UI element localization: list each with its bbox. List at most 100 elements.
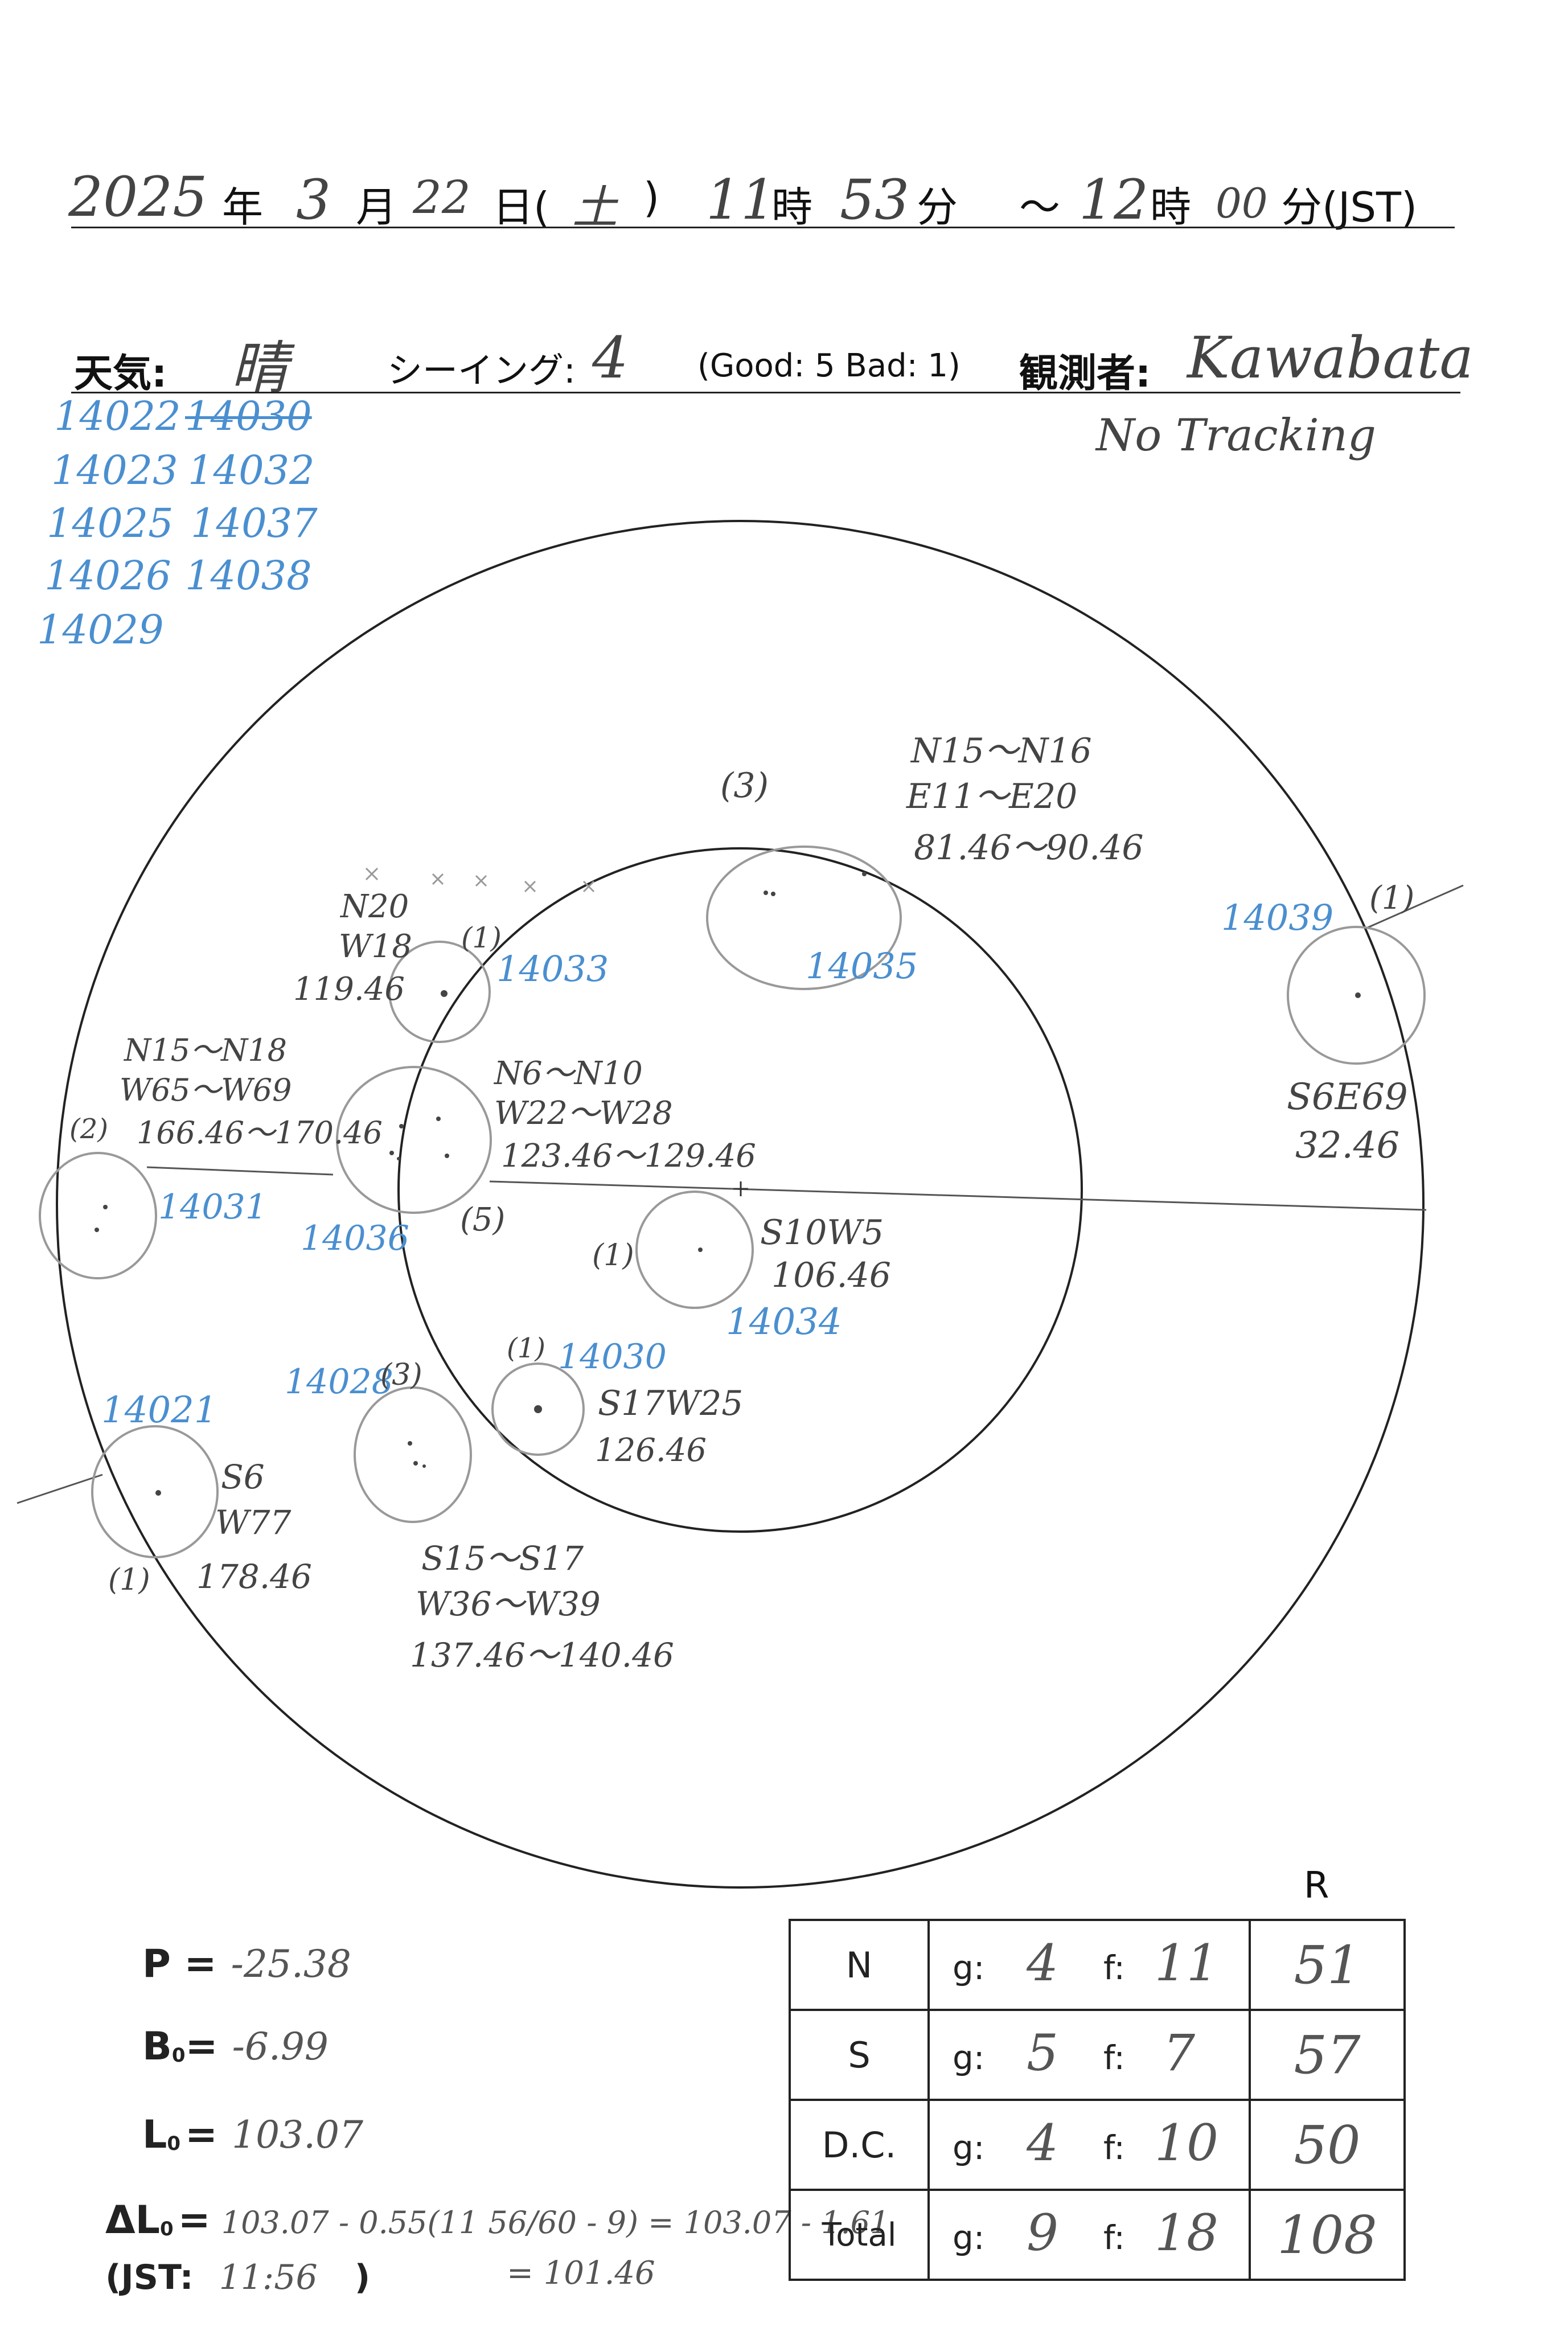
group-carrington-label: 81.46～90.46 — [914, 828, 1144, 868]
group-longitude-label: W77 — [215, 1503, 292, 1542]
group-count-label: (1) — [592, 1238, 634, 1273]
g-value: 9 — [1027, 2203, 1058, 2262]
delta-l0-equals: = — [178, 2198, 211, 2243]
year-unit: 年 — [222, 183, 264, 231]
weekday-close: ) — [643, 174, 660, 221]
start-hour-unit: 時 — [771, 183, 813, 231]
end-hour-unit: 時 — [1150, 183, 1192, 231]
group-longitude-label: W65～W69 — [120, 1072, 292, 1108]
group-position-label: S10W5 — [760, 1213, 884, 1253]
table-row: N g: 4 f: 11 51 — [789, 1919, 1406, 2011]
observer-value: Kawabata — [1187, 325, 1473, 391]
group-carrington-label: 126.46 — [595, 1432, 707, 1469]
group-14034 — [635, 1191, 754, 1309]
end-min-unit-tz: 分(JST) — [1281, 183, 1418, 231]
group-count-label: (3) — [720, 766, 769, 806]
group-latitude-label: N15～N16 — [911, 731, 1092, 771]
row-label: S — [789, 2009, 930, 2101]
g-key: g: — [953, 2128, 985, 2167]
row-label: Total — [789, 2189, 930, 2281]
group-14039 — [1287, 926, 1426, 1065]
r-value: 50 — [1249, 2099, 1406, 2191]
region-number: 14029 — [37, 606, 164, 653]
group-14033 — [388, 941, 491, 1043]
x-marks — [365, 867, 595, 893]
f-key: f: — [1103, 2038, 1125, 2077]
header-underline — [71, 227, 1455, 228]
weather-label: 天気: — [74, 351, 167, 396]
group-number-label: 14034 — [726, 1301, 842, 1343]
group-carrington-label: 119.46 — [293, 971, 405, 1008]
group-carrington-label: 166.46～170.46 — [137, 1115, 383, 1151]
weather-value: 晴 — [231, 335, 288, 401]
tilde: ～ — [1019, 183, 1061, 231]
group-position-label: S17W25 — [598, 1384, 744, 1423]
jst-value: 11:56 — [219, 2258, 318, 2297]
inner-reference-circle — [397, 847, 1083, 1533]
group-longitude-label: W36～W39 — [416, 1585, 601, 1623]
row-label: N — [789, 1919, 930, 2011]
group-longitude-label: W18 — [339, 928, 412, 965]
group-latitude-label: S15～S17 — [421, 1539, 584, 1578]
group-14030 — [491, 1363, 585, 1456]
b0-value: -6.99 — [232, 2025, 329, 2069]
end-min-value: 00 — [1216, 179, 1268, 227]
group-latitude-label: N6～N10 — [494, 1055, 643, 1092]
f-key: f: — [1103, 1948, 1125, 1987]
group-number-label: 14035 — [806, 945, 918, 987]
equator-line-right — [489, 1180, 1427, 1211]
region-number: 14026 — [44, 552, 171, 599]
group-number-label: 14030 — [558, 1337, 667, 1377]
r-value: 51 — [1249, 1919, 1406, 2011]
r-value: 57 — [1249, 2009, 1406, 2101]
r-value: 108 — [1249, 2189, 1406, 2281]
group-number-label: 14039 — [1221, 897, 1334, 938]
g-key: g: — [953, 1948, 985, 1987]
group-14028 — [354, 1386, 472, 1523]
group-number-label: 14031 — [158, 1187, 267, 1227]
group-fraction-cell: g: 4 f: 10 — [927, 2099, 1251, 2191]
group-count-label: (5) — [460, 1201, 506, 1238]
year-value: 2025 — [68, 165, 208, 229]
jst-row: (JST: 11:56 ) — [105, 2258, 370, 2297]
f-key: f: — [1103, 2218, 1125, 2257]
p-angle-row: P = -25.38 — [142, 1942, 351, 1987]
delta-l0-subscript: 0 — [159, 2218, 174, 2241]
group-count-label: (2) — [69, 1113, 108, 1145]
axis-line-west — [17, 1474, 103, 1504]
b0-equals: = — [185, 2024, 218, 2069]
day-unit: 日( — [492, 183, 550, 231]
f-value: 7 — [1163, 2024, 1195, 2082]
p-angle-label: P = — [142, 1942, 217, 1987]
group-longitude-label: E11～E20 — [906, 777, 1078, 816]
group-longitude-label: W22～W28 — [494, 1095, 673, 1132]
group-carrington-label: 32.46 — [1295, 1125, 1400, 1167]
group-fraction-cell: g: 5 f: 7 — [927, 2009, 1251, 2101]
group-carrington-label: 178.46 — [196, 1557, 312, 1596]
p-angle-value: -25.38 — [231, 1942, 351, 1986]
region-number: 14023 — [51, 447, 178, 494]
b0-row: B0= -6.99 — [142, 2024, 329, 2069]
end-hour-value: 12 — [1079, 168, 1149, 232]
day-value: 22 — [413, 171, 471, 224]
g-value: 4 — [1027, 1934, 1058, 1992]
solar-disk-outline — [56, 520, 1425, 1889]
group-14036 — [336, 1066, 492, 1214]
f-key: f: — [1103, 2128, 1125, 2167]
group-number-label: 14036 — [301, 1218, 409, 1258]
group-count-label: (1) — [507, 1332, 545, 1364]
region-number-struck: 14030 — [185, 393, 312, 440]
group-count-label: (3) — [380, 1358, 422, 1392]
start-min-unit: 分 — [917, 183, 958, 231]
f-value: 10 — [1155, 2114, 1218, 2172]
g-value: 4 — [1027, 2114, 1058, 2172]
observer-label: 観測者: — [1019, 351, 1151, 396]
group-14035 — [706, 846, 902, 990]
delta-l0-expression: 103.07 - 0.55(11 56/60 - 9) = 103.07 - 1… — [221, 2205, 890, 2240]
group-carrington-label: 106.46 — [771, 1255, 891, 1295]
group-carrington-label: 123.46～129.46 — [501, 1138, 756, 1175]
row-label: D.C. — [789, 2099, 930, 2191]
group-count-label: (1) — [461, 921, 502, 954]
group-14031 — [39, 1152, 157, 1279]
